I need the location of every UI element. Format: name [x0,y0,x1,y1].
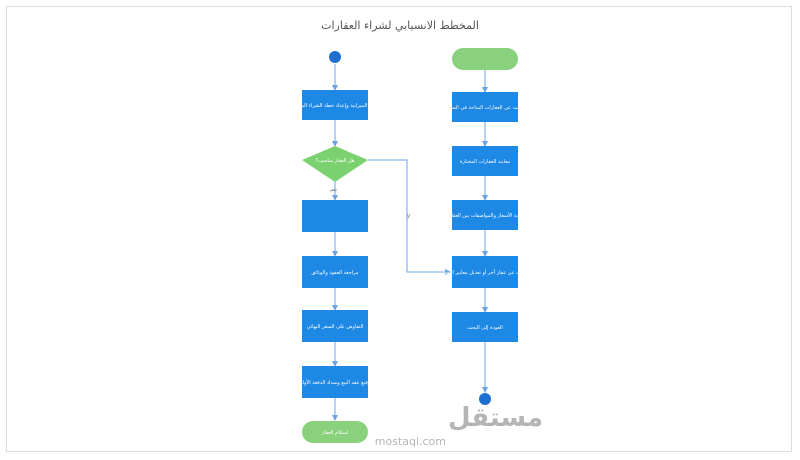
decision-no-label: لا [407,214,410,220]
left-process-1 [302,90,368,120]
right-process-1-label: البحث عن العقارات المتاحة في السوق [445,105,525,111]
left-start-connector [329,51,341,63]
right-process-2-label: معاينة العقارات المختارة [460,159,511,165]
left-decision [302,146,368,182]
left-decision-label: هل العقار مناسب؟ [316,158,355,164]
left-column: تحديد الميزانية وإعداد خطة الشراء المناس… [290,51,451,443]
diagram-frame [6,6,792,452]
right-process-3 [452,200,518,230]
right-start-terminal [452,48,518,70]
left-process-2 [302,200,368,232]
left-process-4 [302,310,368,342]
decision-yes-label: نعم [330,187,337,193]
right-end-connector [479,393,491,405]
right-process-5 [452,312,518,342]
diagram-title: المخطط الانسيابي لشراء العقارات [321,19,479,32]
right-process-1 [452,92,518,122]
left-process-5-label: توقيع عقد البيع وسداد الدفعة الأولى [298,379,372,386]
left-process-5 [302,366,368,398]
watermark: مستقل mostaql.com [375,403,543,448]
watermark-latin: mostaql.com [375,435,446,448]
left-process-4-label: التفاوض على السعر النهائي [307,324,364,330]
right-process-4 [452,256,518,288]
left-process-1-label: تحديد الميزانية وإعداد خطة الشراء المناس… [290,103,381,109]
right-column: البحث عن العقارات المتاحة في السوق معاين… [441,48,529,405]
left-process-3 [302,256,368,288]
watermark-arabic: مستقل [448,403,543,433]
left-end-terminal-label: استلام العقار [321,430,349,436]
right-process-3-label: مقارنة الأسعار والمواصفات بين العقارات [443,212,527,219]
right-process-4-label: البحث عن عقار آخر أو تعديل معايير البحث [441,269,528,276]
right-process-2 [452,146,518,176]
left-end-terminal [302,421,368,443]
left-process-3-label: مراجعة العقود والوثائق [311,270,359,276]
right-process-5-label: العودة إلى البحث [467,325,503,331]
